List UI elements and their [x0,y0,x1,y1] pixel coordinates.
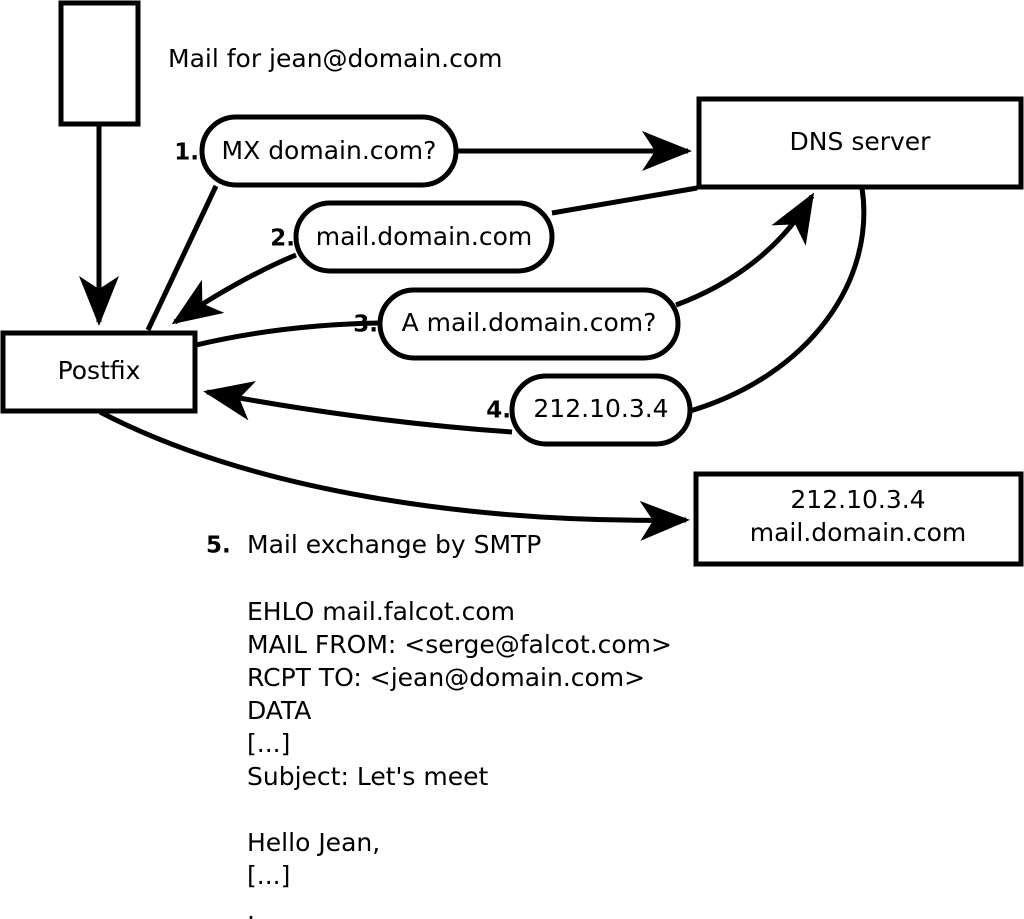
node-dns-server-box[interactable] [696,96,1024,190]
node-mail-server-line2: mail.domain.com [750,518,966,547]
transcript-line-10: . [247,896,255,919]
edge-step4-dns-to-bubble [689,187,867,414]
bubble-step-4-label: 212.10.3.4 [533,394,668,423]
edge-step3-bubble-to-dns [675,192,815,308]
step-2-number: 2. [270,226,295,252]
step-5-number: 5. [206,533,231,559]
transcript-line-0: EHLO mail.falcot.com [247,597,515,626]
edge-step2-bubble-to-postfix [171,252,297,325]
transcript-line-2: RCPT TO: <jean@domain.com> [247,663,645,692]
step-1-number: 1. [174,140,199,166]
node-sender-box[interactable] [58,0,141,127]
node-dns-server-label: DNS server [790,127,932,156]
bubble-step-2-label: mail.domain.com [316,222,532,251]
transcript-line-5: Subject: Let's meet [247,762,488,791]
transcript-line-1: MAIL FROM: <serge@falcot.com> [247,630,672,659]
transcript-line-4: [...] [247,729,290,758]
mail-for-label: Mail for jean@domain.com [168,44,503,73]
node-mail-server-line1: 212.10.3.4 [790,485,925,514]
edge-step4-bubble-to-postfix [203,381,513,435]
edge-step1-postfix-up [145,184,219,332]
edge-step2-dns-to-bubble [551,185,698,216]
step-3-number: 3. [353,312,378,338]
step-4-number: 4. [486,398,511,424]
edge-step3-postfix-to-bubble [195,320,380,348]
node-mail-server-box[interactable] [693,471,1024,567]
transcript-line-7: Hello Jean, [247,828,380,857]
transcript-line-3: DATA [247,696,311,725]
bubble-step-3-label: A mail.domain.com? [402,308,657,337]
bubble-step-1-label: MX domain.com? [222,136,437,165]
edge-step5-postfix-to-mailserver [98,409,690,541]
bubble-step-1[interactable] [199,114,459,188]
bubble-step-4[interactable] [509,373,693,447]
bubble-step-3[interactable] [377,287,681,361]
node-postfix-label: Postfix [58,356,141,385]
node-postfix-box[interactable] [0,330,198,414]
step-5-label: Mail exchange by SMTP [247,530,541,559]
transcript-line-8: [...] [247,861,290,890]
bubble-step-2[interactable] [293,200,555,274]
